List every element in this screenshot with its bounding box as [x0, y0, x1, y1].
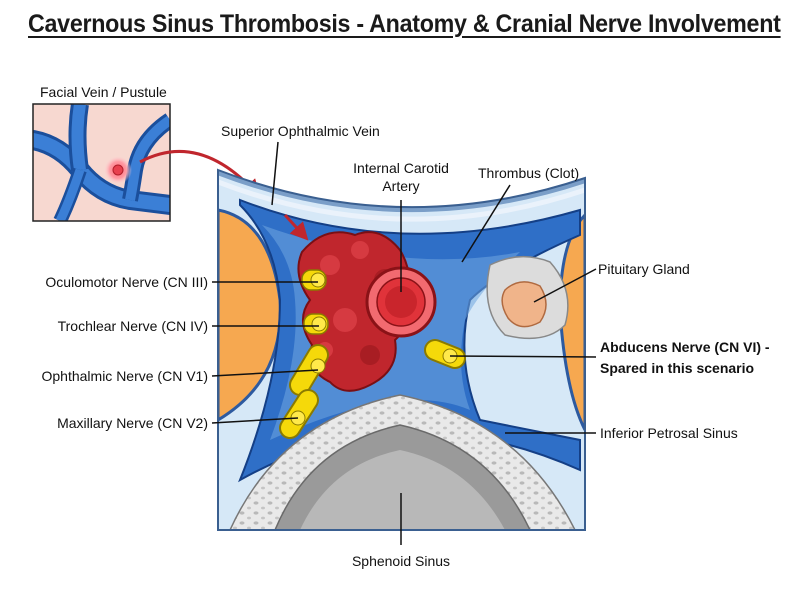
- label-abducens-1: Abducens Nerve (CN VI) -: [600, 339, 770, 355]
- label-thrombus: Thrombus (Clot): [478, 165, 579, 181]
- page-title: Cavernous Sinus Thrombosis - Anatomy & C…: [28, 10, 781, 38]
- label-maxillary: Maxillary Nerve (CN V2): [57, 415, 208, 431]
- label-pituitary: Pituitary Gland: [598, 261, 690, 277]
- leader-lines: [211, 141, 597, 545]
- label-trochlear: Trochlear Nerve (CN IV): [58, 318, 208, 334]
- label-oculomotor: Oculomotor Nerve (CN III): [45, 274, 208, 290]
- cavernous-sinus-section: [218, 170, 585, 530]
- section-outline: [217, 168, 586, 531]
- label-internal-carotid-2: Artery: [382, 178, 419, 194]
- nerve-cn5-v2: [279, 389, 319, 439]
- label-facial-vein: Facial Vein / Pustule: [40, 84, 167, 100]
- inset-frame: [32, 103, 171, 222]
- label-ophthalmic: Ophthalmic Nerve (CN V1): [42, 368, 209, 384]
- label-sphenoid: Sphenoid Sinus: [352, 553, 450, 569]
- label-superior-ophthalmic-vein: Superior Ophthalmic Vein: [221, 123, 380, 139]
- label-abducens-2: Spared in this scenario: [600, 360, 754, 376]
- label-internal-carotid-1: Internal Carotid: [353, 160, 449, 176]
- nerve-cn4: [303, 313, 329, 335]
- label-inferior-petrosal: Inferior Petrosal Sinus: [600, 425, 738, 441]
- nerve-cn3: [301, 269, 327, 291]
- facial-vein-inset: [32, 103, 261, 222]
- pituitary-gland: [501, 281, 547, 328]
